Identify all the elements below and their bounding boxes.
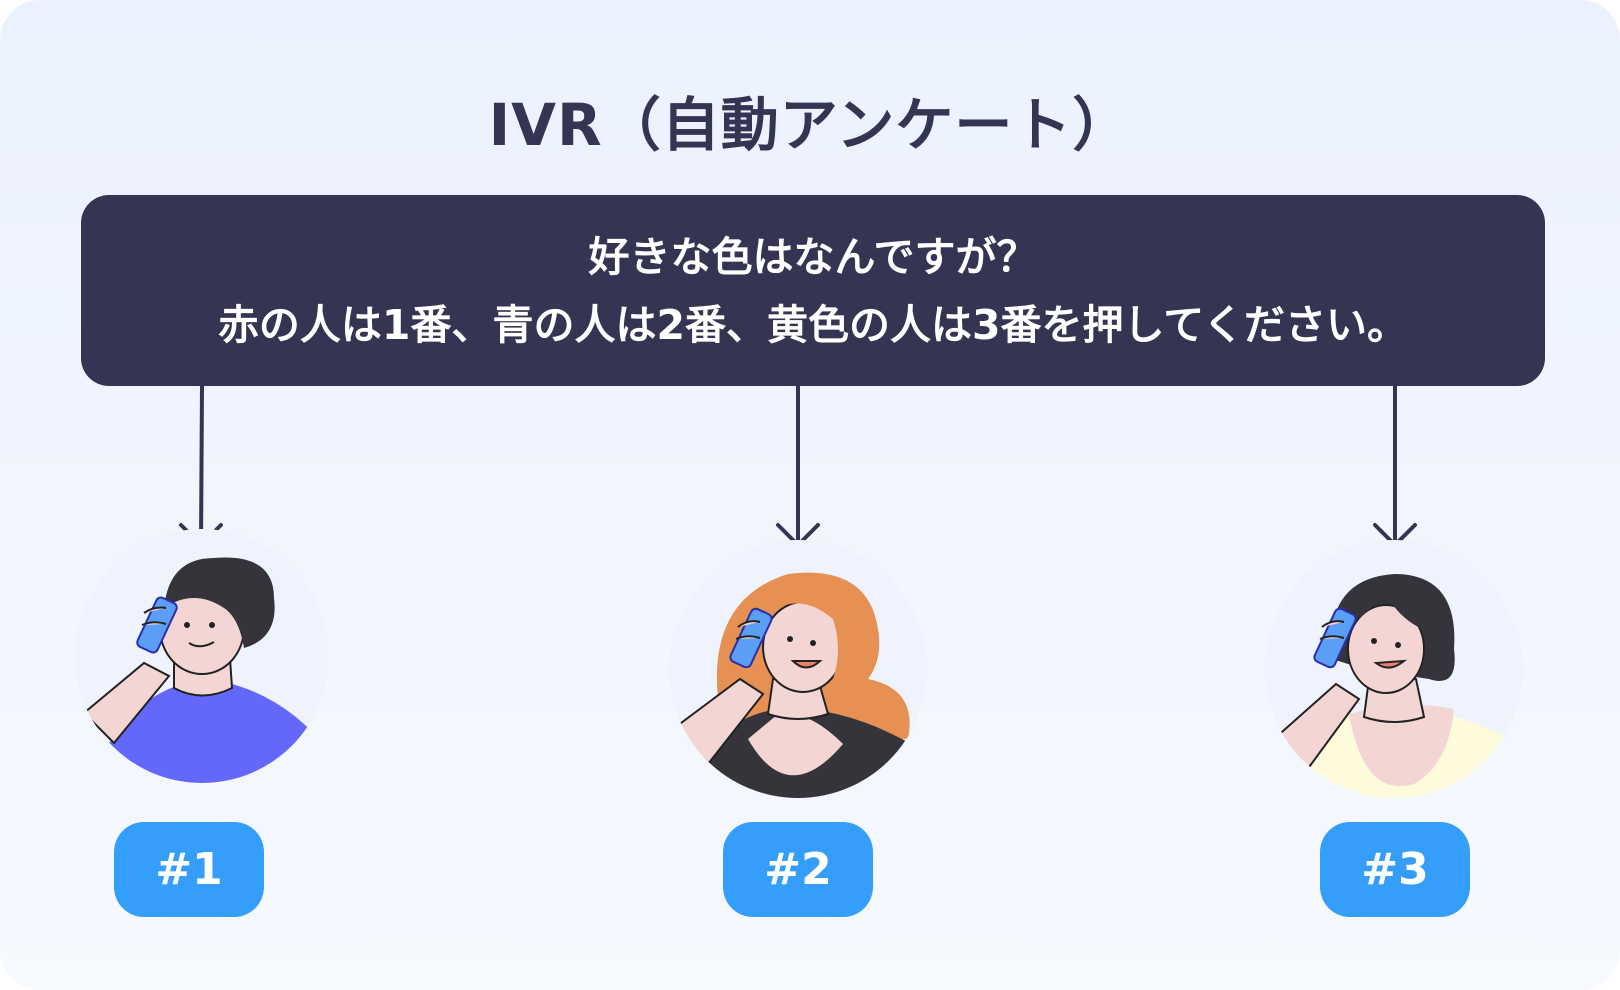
arrow-1-icon [179, 384, 223, 547]
arrow-3-icon [1373, 384, 1417, 547]
phone-icon [136, 596, 178, 654]
question-line-2: 赤の人は1番、青の人は2番、黄色の人は3番を押してください。 [217, 301, 1409, 349]
shirt [94, 678, 329, 783]
arrow-2-icon [776, 384, 820, 547]
face [1347, 604, 1425, 694]
avatar-person-1 [75, 529, 329, 783]
hair [164, 557, 275, 648]
page-title: IVR（自動アンケート） [488, 91, 1132, 159]
avatar-person-2 [669, 540, 927, 798]
question-box: 好きな色はなんですが？ 赤の人は1番、青の人は2番、黄色の人は3番を押してくださ… [81, 195, 1545, 386]
avatar-person-3 [1265, 540, 1523, 798]
question-line-1: 好きな色はなんですが？ [588, 233, 1038, 281]
option-badge-3: #3 [1320, 822, 1470, 917]
option-badge-1: #1 [114, 822, 264, 917]
option-badge-2: #2 [723, 822, 873, 917]
